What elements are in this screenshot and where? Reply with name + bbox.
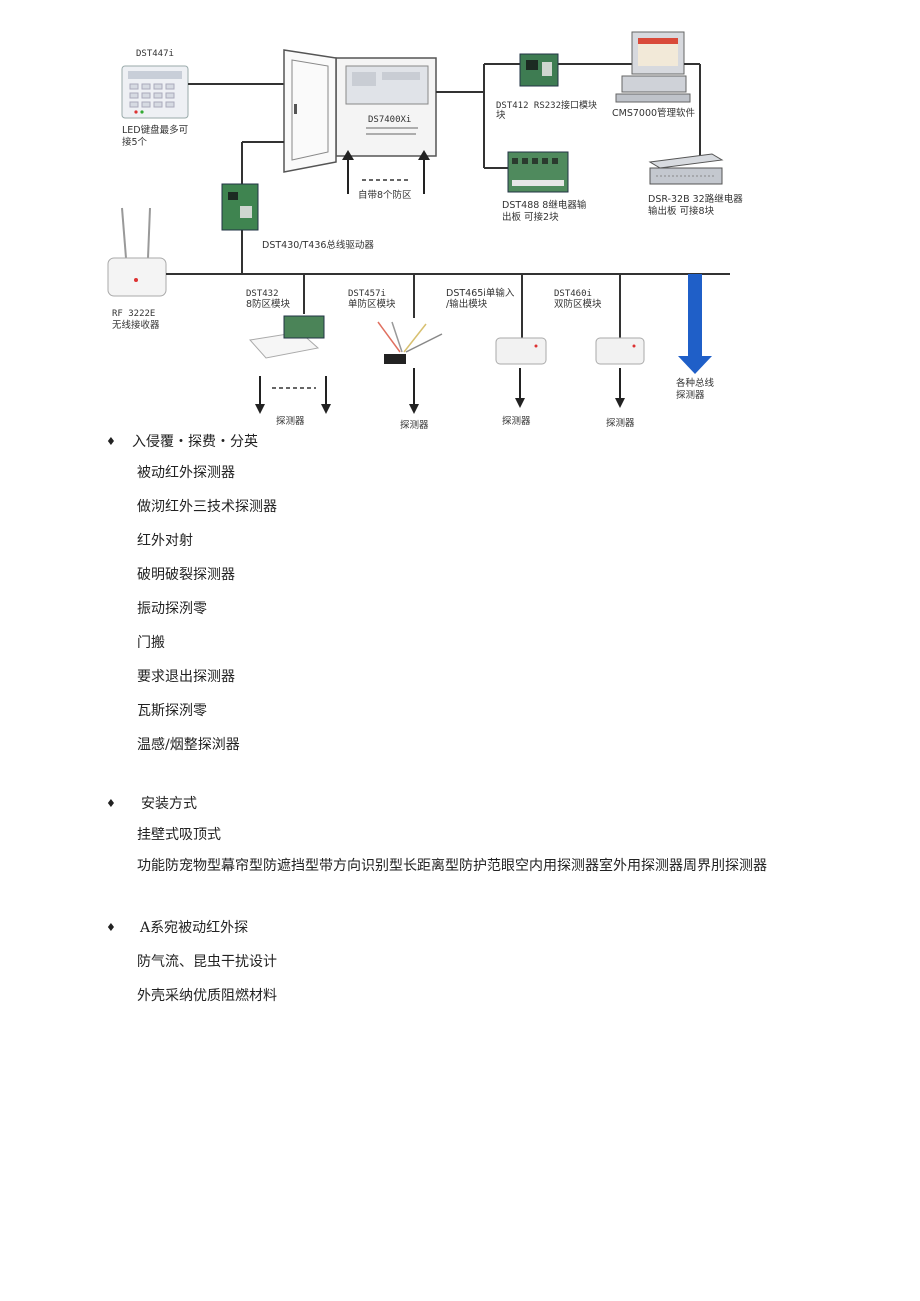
bus-arrow-icon [678,274,712,374]
bus-driver-label: DST430/T436总线驱动器 [262,239,374,251]
panel-zones-label: 自带8个防区 [358,189,412,201]
list-item: 红外对射 [137,533,193,549]
bullet-icon: ♦ [106,435,116,448]
mod-465-label-1: DST465i单输入 [446,287,515,299]
keypad-note-1: LED键盘最多可 [122,124,188,136]
relay32-label-2: 输出板 可接8块 [648,205,715,217]
list-item: 被动红外探测器 [137,465,235,481]
detector-label-1: 探测器 [276,415,305,427]
relay-box-32-icon [648,153,724,185]
wire-harness-icon [377,321,443,364]
bus-driver-icon [221,183,259,231]
list-item: 破明破裂探测器 [137,567,235,583]
mod-465-label-2: /输出模块 [446,298,488,310]
section-heading-installation: 安装方式 [141,796,197,812]
relay-board-8-icon [507,151,569,193]
dual-zone-module-icon [595,337,645,365]
bullet-icon: ♦ [106,797,116,810]
control-panel-icon [283,49,437,173]
io-module-icon [495,337,547,365]
software-label: CMS7000管理软件 [612,107,696,119]
list-item: 外壳采纳优质阻燃材料 [137,988,277,1004]
computer-icon [615,31,691,103]
keypad-icon [121,65,189,119]
wireless-receiver-icon [107,207,167,297]
mod-432-label-1: DST432 [246,289,279,299]
list-item: 门搬 [137,635,165,651]
bullet-icon: ♦ [106,921,116,934]
list-item: 瓦斯探洌零 [137,703,207,719]
list-item: 做沏红外三技术探测器 [137,499,277,515]
keypad-note-2: 接5个 [122,136,148,148]
relay32-label-1: DSR-32B 32路继电器 [648,193,743,205]
wireless-label-2: 无线接收器 [112,319,160,331]
keypad-label: DST447i [136,49,174,59]
rs232-label: DST412 RS232接口模块 [496,99,597,111]
section-heading-pir: A系宛被动红外探 [140,920,249,936]
bus-all-label-2: 探测器 [676,389,705,401]
relay8-label-2: 出板 可接2块 [502,211,559,223]
detector-label-4: 探测器 [606,417,635,429]
list-item: 要求退出探测器 [137,669,235,685]
rs232-module-icon [519,53,559,87]
list-item: 振动探洌零 [137,601,207,617]
mod-432-label-2: 8防区模块 [246,298,291,310]
alarm-system-diagram: DST447i LED键盘最多可 接5个 DS7400Xi 自带8个防区 [96,22,746,434]
wireless-label-1: RF 3222E [112,309,155,319]
panel-label: DS7400Xi [368,115,411,125]
bus-all-label-1: 各种总线 [676,377,715,389]
list-item: 挂壁式吸顶式 [137,827,221,843]
mod-457-label-1: DST457i [348,289,386,299]
list-item: 功能防宠物型幕帘型防遮挡型带方向识别型长距离型防护范眼空内用探测器室外用探测器周… [137,858,767,874]
section-heading-classification: 入侵覆・探费・分英 [132,434,258,450]
mod-460-label-1: DST460i [554,289,592,299]
list-item: 温感/烟整探浏器 [137,737,240,753]
list-item: 防气流、昆虫干扰设计 [137,954,277,970]
mod-457-label-2: 单防区模块 [348,298,396,310]
detector-label-3: 探测器 [502,415,531,427]
rs232-suffix: 块 [496,109,506,121]
detector-label-2: 探测器 [400,419,429,431]
zone-module-8-icon [249,315,325,359]
mod-460-label-2: 双防区模块 [554,298,602,310]
relay8-label-1: DST488 8继电器输 [502,199,587,211]
